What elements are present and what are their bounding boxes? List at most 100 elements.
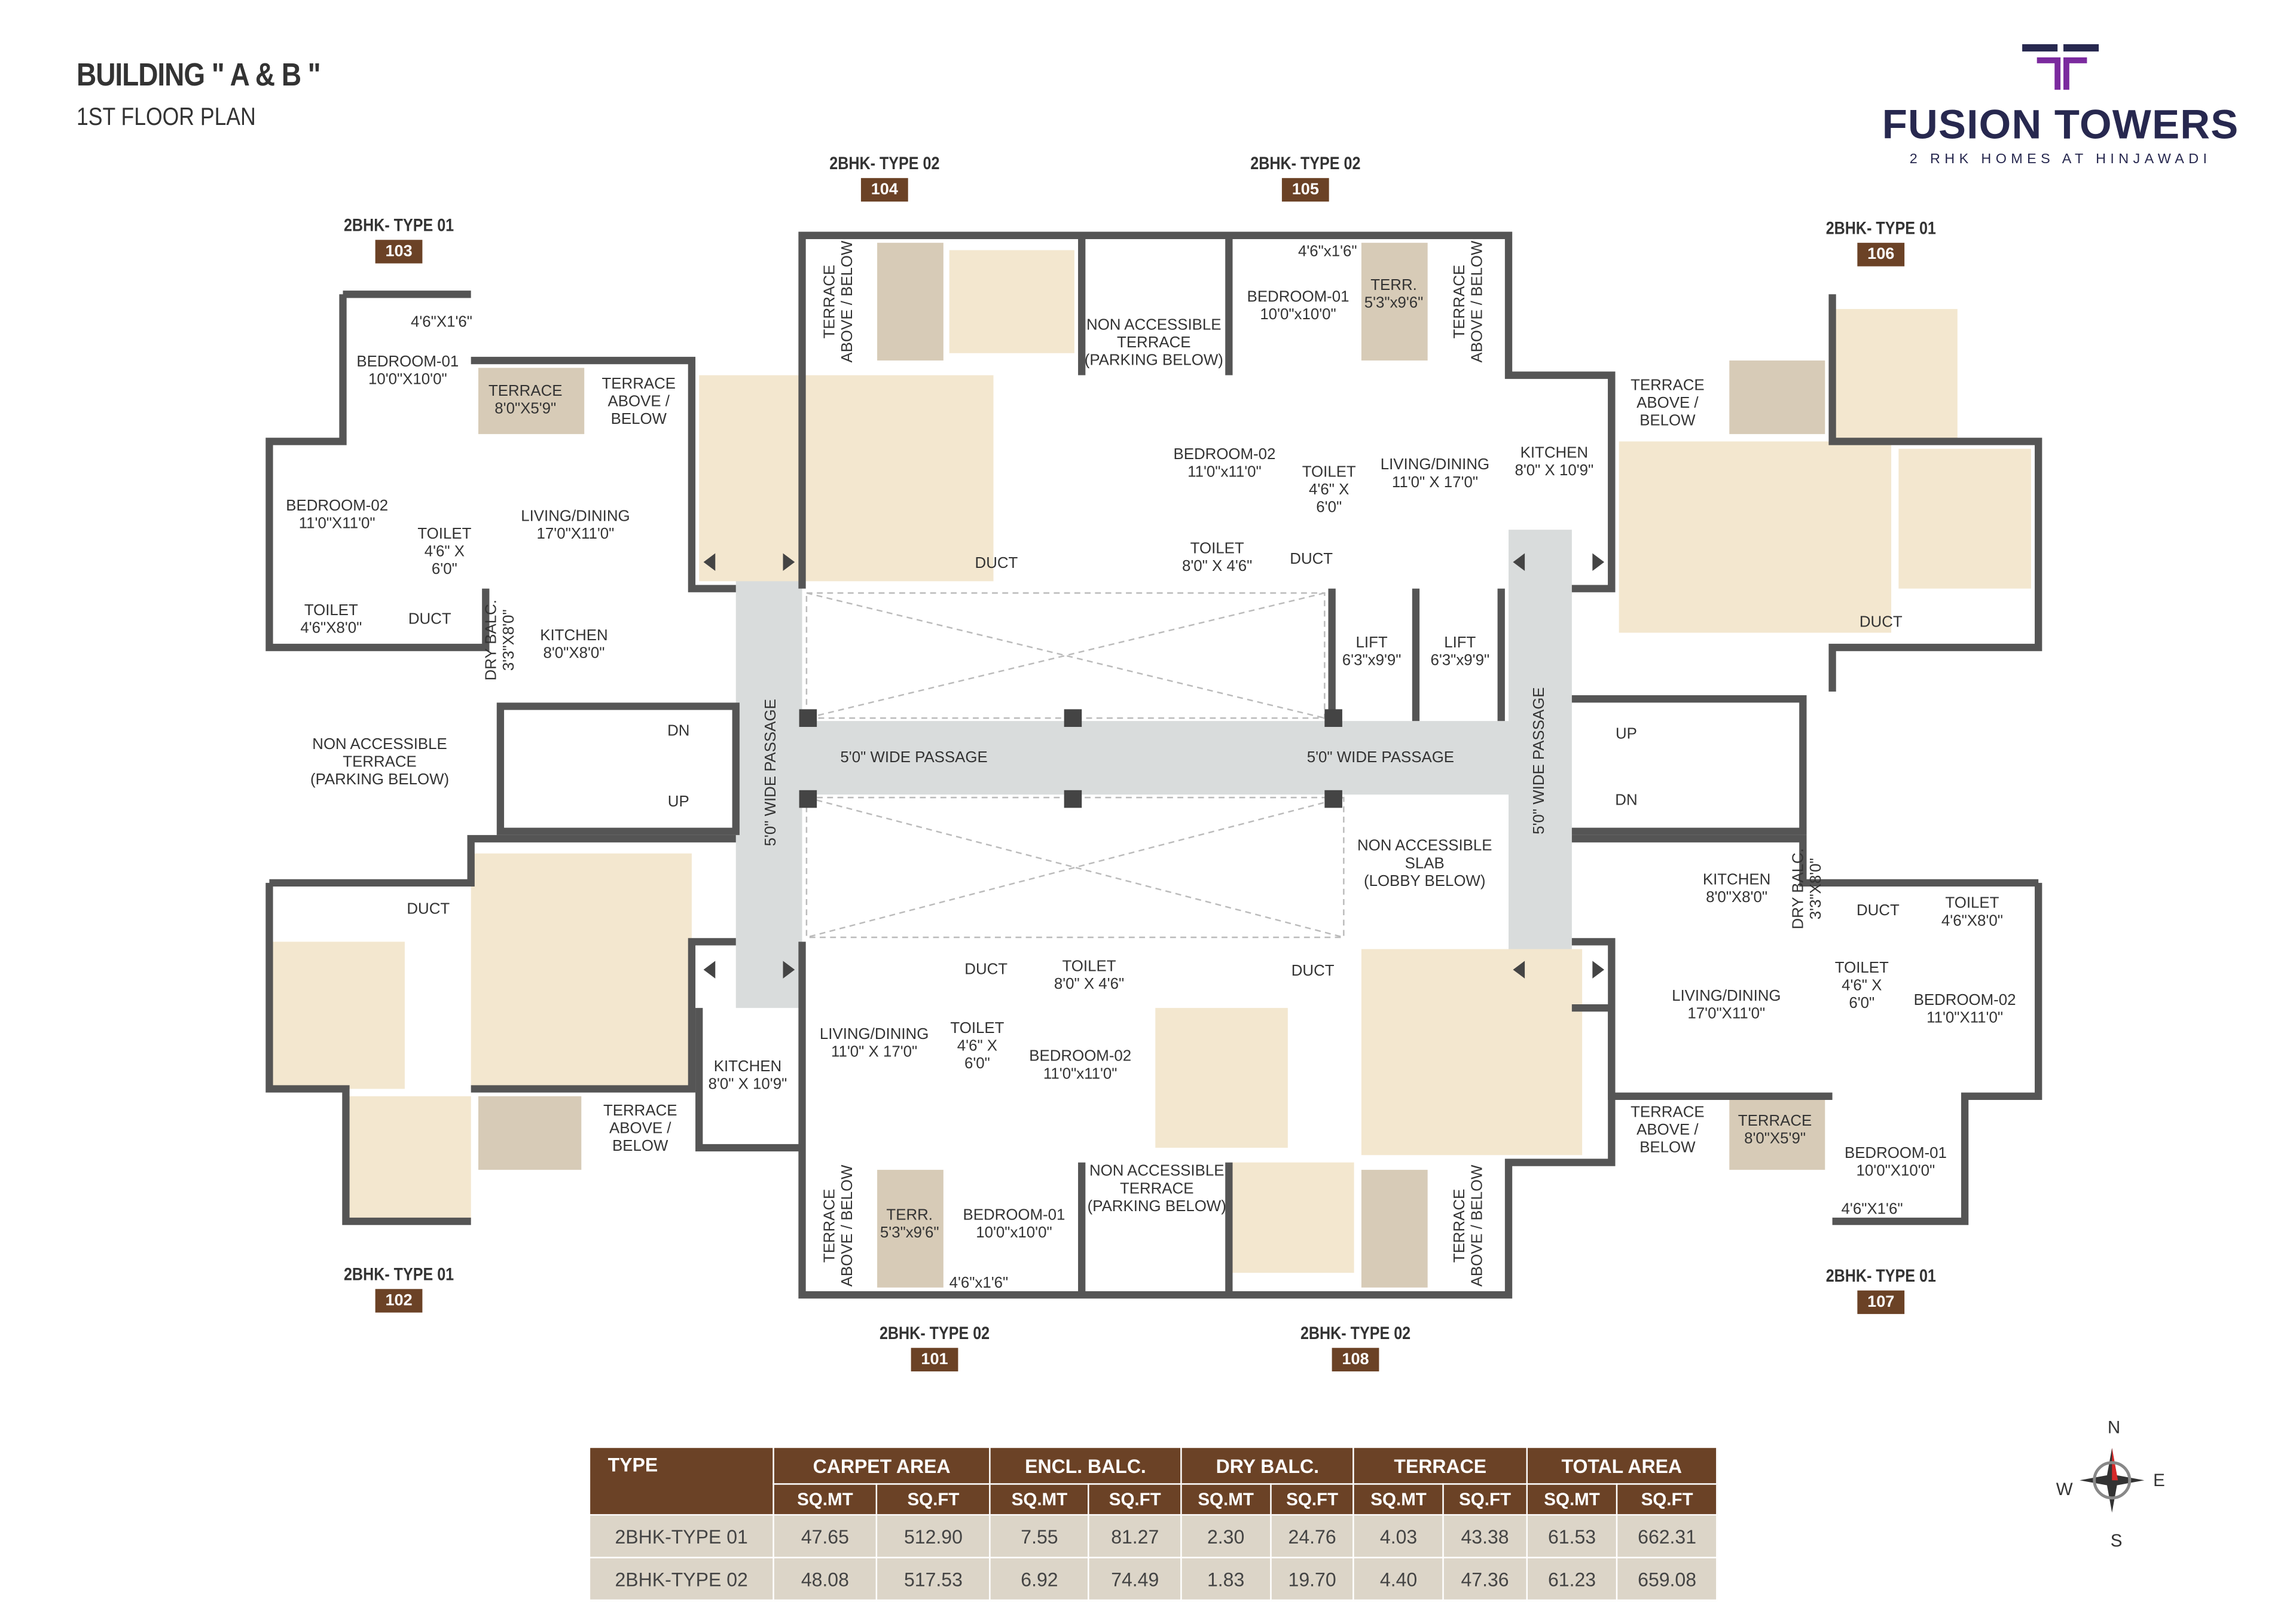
room-label: KITCHEN 8'0" X 10'9" <box>1515 444 1594 480</box>
room-label: TERR. 5'3"x9'6" <box>880 1206 939 1242</box>
room-label: TOILET 4'6" X 6'0" <box>417 525 472 579</box>
room-label: TOILET 4'6" X 6'0" <box>950 1019 1004 1073</box>
room-label: NON ACCESSIBLE TERRACE (PARKING BELOW) <box>310 735 450 789</box>
cell-value: 512.90 <box>876 1514 991 1558</box>
cell-value: 47.65 <box>773 1514 878 1558</box>
logo-tagline: 2 RHK HOMES AT HINJAWADI <box>1909 151 2212 168</box>
unit-number-badge: 101 <box>911 1347 958 1372</box>
room-label: UP <box>667 793 689 811</box>
room-label: TERRACE 8'0"X5'9" <box>1738 1112 1812 1148</box>
room-label: DUCT <box>408 610 451 629</box>
room-label: TERRACE ABOVE / BELOW <box>603 1102 677 1156</box>
room-label: KITCHEN 8'0"X8'0" <box>540 626 608 662</box>
area-table: TYPE CARPET AREA ENCL. BALC. DRY BALC. T… <box>588 1446 1718 1601</box>
logo-mark-icon <box>2022 44 2099 90</box>
unit-number-badge: 103 <box>375 240 423 264</box>
cell-value: 24.76 <box>1269 1514 1355 1558</box>
col-type: TYPE <box>588 1446 774 1516</box>
unit-header: SQ.FT <box>1616 1483 1718 1516</box>
room-label: DUCT <box>407 900 450 918</box>
logo-name: FUSION TOWERS <box>1882 101 2239 148</box>
row-type: 2BHK-TYPE 02 <box>588 1557 774 1601</box>
unit-header: SQ.FT <box>1442 1483 1528 1516</box>
cell-value: 48.08 <box>773 1557 878 1601</box>
unit-number-badge: 108 <box>1332 1347 1379 1372</box>
unit-number-badge: 105 <box>1281 178 1330 202</box>
room-label: DUCT <box>1290 550 1333 568</box>
cell-value: 662.31 <box>1616 1514 1718 1558</box>
row-type: 2BHK-TYPE 01 <box>588 1514 774 1558</box>
room-label: LIVING/DINING 11'0" X 17'0" <box>819 1025 929 1061</box>
room-label: NON ACCESSIBLE TERRACE (PARKING BELOW) <box>1084 316 1223 369</box>
unit-type: 2BHK- TYPE 01 <box>343 1264 454 1285</box>
room-label: DUCT <box>1856 901 1900 920</box>
room-label: BEDROOM-01 10'0"X10'0" <box>1844 1145 1947 1181</box>
passages <box>735 530 1572 1008</box>
unit-type: 2BHK- TYPE 02 <box>879 1322 990 1344</box>
terrace-tiles <box>478 243 1825 1288</box>
room-label: TERRACE ABOVE / BELOW <box>821 240 857 363</box>
room-label: LIVING/DINING 17'0"X11'0" <box>1672 987 1781 1023</box>
unit-header: SQ.MT <box>1353 1483 1445 1516</box>
room-label: KITCHEN 8'0"X8'0" <box>1702 871 1771 907</box>
unit-header: SQ.FT <box>876 1483 991 1516</box>
unit-tag: 2BHK- TYPE 01 107 <box>1816 1265 1946 1315</box>
room-label: TERRACE ABOVE / BELOW <box>1451 240 1487 363</box>
room-label: 4'6"X1'6" <box>1841 1200 1903 1219</box>
room-label: 5'0" WIDE PASSAGE <box>762 699 780 846</box>
cell-value: 61.53 <box>1526 1514 1619 1558</box>
room-label: LIVING/DINING 11'0" X 17'0" <box>1380 456 1490 492</box>
room-label: 4'6"x1'6" <box>1297 243 1357 261</box>
col-terrace: TERRACE <box>1353 1446 1528 1485</box>
col-encl-balc: ENCL. BALC. <box>989 1446 1182 1485</box>
page-subtitle: 1ST FLOOR PLAN <box>76 103 256 132</box>
room-label: 5'0" WIDE PASSAGE <box>840 748 988 767</box>
unit-header: SQ.MT <box>989 1483 1090 1516</box>
room-label: TERRACE ABOVE / BELOW <box>1451 1164 1487 1287</box>
room-label: TERRACE ABOVE / BELOW <box>602 375 676 429</box>
room-label: TERRACE ABOVE / BELOW <box>821 1164 857 1287</box>
unit-tag: 2BHK- TYPE 02 101 <box>870 1322 1000 1372</box>
unit-number-badge: 102 <box>375 1289 423 1313</box>
room-label: TOILET 8'0" X 4'6" <box>1054 958 1125 994</box>
unit-header: SQ.FT <box>1088 1483 1182 1516</box>
cell-value: 2.30 <box>1180 1514 1272 1558</box>
room-label: 5'0" WIDE PASSAGE <box>1306 748 1455 767</box>
room-label: UP <box>1615 725 1637 744</box>
room-label: TERRACE 8'0"X5'9" <box>488 382 563 418</box>
unit-tag: 2BHK- TYPE 02 105 <box>1241 152 1370 202</box>
cell-value: 19.70 <box>1269 1557 1355 1601</box>
compass-e: E <box>2153 1471 2165 1490</box>
unit-type: 2BHK- TYPE 02 <box>829 152 940 174</box>
room-label: TOILET 4'6"X8'0" <box>1941 894 2003 930</box>
compass-icon: N E S W <box>2056 1418 2165 1548</box>
room-label: DRY BALC. 3'3"X8'0" <box>1790 848 1825 930</box>
cell-value: 43.38 <box>1442 1514 1528 1558</box>
room-label: NON ACCESSIBLE TERRACE (PARKING BELOW) <box>1087 1162 1226 1216</box>
room-label: DRY BALC. 3'3"X8'0" <box>483 599 518 681</box>
unit-type: 2BHK- TYPE 01 <box>1825 1265 1936 1286</box>
unit-type: 2BHK- TYPE 02 <box>1250 152 1361 174</box>
unit-header: SQ.MT <box>1526 1483 1619 1516</box>
room-label: BEDROOM-01 10'0"x10'0" <box>963 1206 1065 1242</box>
unit-tag: 2BHK- TYPE 01 102 <box>334 1264 464 1313</box>
room-label: 4'6"X1'6" <box>410 313 472 331</box>
col-dry-balc: DRY BALC. <box>1180 1446 1355 1485</box>
room-label: NON ACCESSIBLE SLAB (LOBBY BELOW) <box>1357 837 1492 891</box>
cell-value: 6.92 <box>989 1557 1090 1601</box>
compass-s: S <box>2111 1531 2123 1548</box>
unit-number-badge: 107 <box>1857 1290 1905 1315</box>
brand-logo: FUSION TOWERS 2 RHK HOMES AT HINJAWADI <box>1869 44 2252 168</box>
cell-value: 47.36 <box>1442 1557 1528 1601</box>
room-label: DUCT <box>1859 613 1903 631</box>
room-label: DN <box>1615 791 1638 809</box>
cell-value: 4.03 <box>1353 1514 1445 1558</box>
room-label: TERRACE ABOVE / BELOW <box>1631 377 1705 430</box>
room-label: DUCT <box>1291 962 1335 980</box>
col-carpet: CARPET AREA <box>773 1446 991 1485</box>
